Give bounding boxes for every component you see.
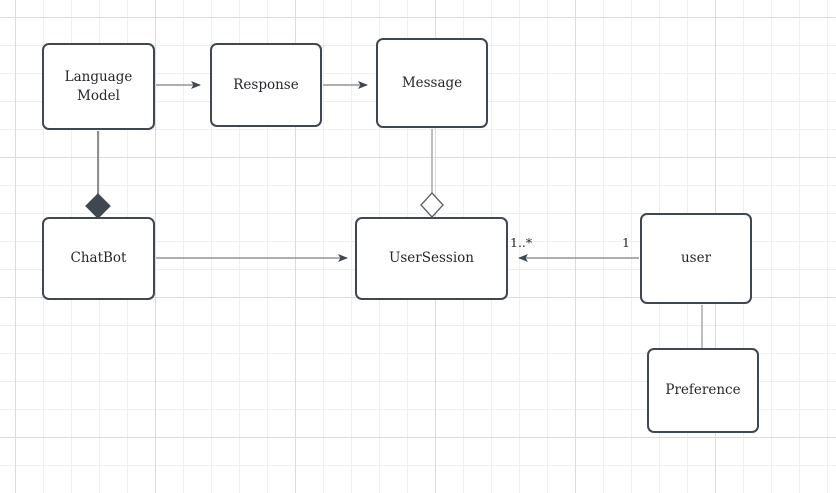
node-message-label: Message [401,74,463,91]
node-response[interactable]: Response [210,43,322,127]
node-usersession[interactable]: UserSession [355,217,508,300]
edge-languagemodel-chatbot-composition [85,131,111,219]
node-user[interactable]: user [640,213,752,304]
node-response-label: Response [233,76,299,93]
node-preference[interactable]: Preference [647,348,759,433]
node-user-label: user [680,250,712,267]
edge-message-usersession-aggregation [420,129,444,218]
multiplicity-label-target: 1..* [510,235,533,250]
hollow-diamond-icon [420,192,444,218]
node-chatbot-label: ChatBot [70,250,127,267]
node-language-model-label: Language Model [64,69,133,104]
node-usersession-label: UserSession [389,250,474,267]
node-chatbot[interactable]: ChatBot [42,217,155,300]
node-language-model[interactable]: Language Model [42,43,155,130]
node-preference-label: Preference [665,382,741,399]
filled-diamond-icon [85,193,111,219]
multiplicity-label-source: 1 [622,235,630,250]
node-message[interactable]: Message [376,38,488,128]
